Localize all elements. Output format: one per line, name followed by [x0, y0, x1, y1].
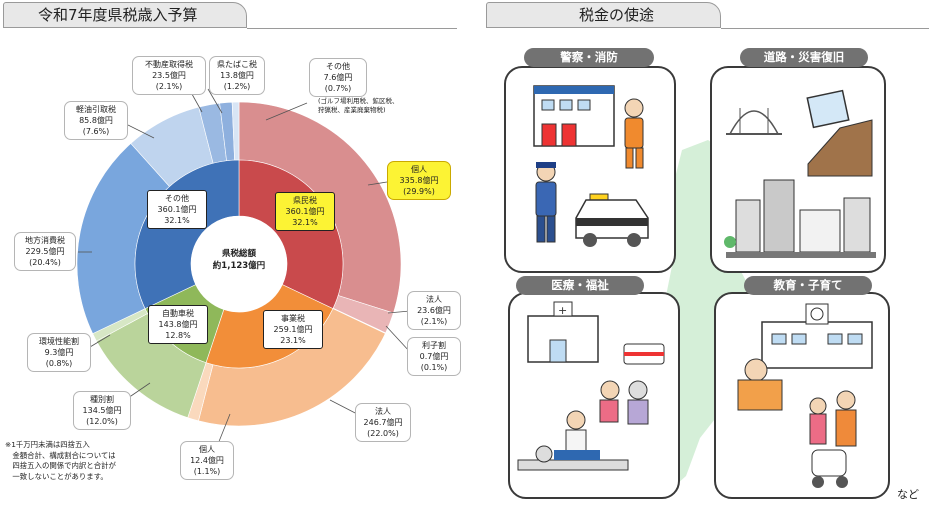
- roads-disaster-illustration: [724, 89, 876, 258]
- donut-hole: [191, 216, 287, 312]
- callout-amount: 229.5億円: [25, 247, 65, 256]
- rounding-footnote: ※1千万円未満は四捨五入 金額合計、構成割合については 四捨五入の関係で内訳と合…: [5, 440, 116, 481]
- card-police-fire: [504, 66, 676, 273]
- callout-amount: 7.6億円: [323, 73, 353, 82]
- callout-fudousan-shutokuzei: 不動産取得税 23.5億円 (2.1%): [132, 56, 206, 95]
- callout-name: 種別割: [90, 395, 114, 404]
- card-label-medical-welfare: 医療・福祉: [516, 276, 644, 295]
- callout-sonota-outer: その他 7.6億円 (0.7%): [309, 58, 367, 97]
- medical-welfare-illustration: +: [517, 301, 665, 471]
- callout-keiyu-hikitorizei: 軽油引取税 85.8億円 (7.6%): [64, 101, 128, 140]
- tax-uses-panel: 警察・消防 道路・災害復旧 +: [486, 30, 932, 510]
- inner-name: 県民税: [293, 196, 317, 205]
- callout-amount: 246.7億円: [363, 418, 403, 427]
- callout-rishiwari: 利子割 0.7億円 (0.1%): [407, 337, 461, 376]
- education-childcare-illustration: [737, 303, 873, 488]
- callout-kankyou-seinouwari: 環境性能割 9.3億円 (0.8%): [27, 333, 91, 372]
- callout-amount: 13.8億円: [220, 71, 254, 80]
- callout-amount: 85.8億円: [79, 116, 113, 125]
- callout-pct: (0.8%): [45, 359, 73, 368]
- card-medical-welfare: +: [508, 292, 680, 499]
- left-title-rule: [247, 28, 457, 29]
- inner-pct: 32.1%: [292, 218, 318, 227]
- callout-amount: 335.8億円: [399, 176, 439, 185]
- card-label-roads-disaster: 道路・災害復旧: [740, 48, 868, 67]
- inner-name: その他: [165, 194, 189, 203]
- callout-pct: (0.1%): [420, 363, 448, 372]
- callout-name: 県たばこ税: [217, 60, 257, 69]
- callout-amount: 23.6億円: [417, 306, 451, 315]
- center-total-amount: 約1,123億円: [212, 261, 266, 271]
- callout-pct: (22.0%): [367, 429, 399, 438]
- callout-name: 地方消費税: [25, 236, 65, 245]
- inner-label-jigyouzei: 事業税 259.1億円 23.1%: [263, 310, 323, 349]
- callout-amount: 23.5億円: [152, 71, 186, 80]
- right-title-rule: [721, 28, 929, 29]
- inner-pct: 12.8%: [165, 331, 191, 340]
- inner-label-jidoushazei: 自動車税 143.8億円 12.8%: [148, 305, 208, 344]
- callout-name: 個人: [199, 445, 215, 454]
- callout-chihou-shouhizei: 地方消費税 229.5億円 (20.4%): [14, 232, 76, 271]
- callout-name: 個人: [411, 165, 427, 174]
- callout-kojin-jigyou: 個人 12.4億円 (1.1%): [180, 441, 234, 480]
- uses-etc-suffix: など: [897, 488, 919, 501]
- other-taxes-note: (ゴルフ場利用税、鉱区税、 狩猟税、産業廃棄物税): [318, 97, 399, 114]
- callout-name: 法人: [426, 295, 442, 304]
- callout-pct: (7.6%): [82, 127, 110, 136]
- callout-kojin-kenmin: 個人 335.8億円 (29.9%): [387, 161, 451, 200]
- callout-houjin-jigyou: 法人 246.7億円 (22.0%): [355, 403, 411, 442]
- card-label-police-fire: 警察・消防: [524, 48, 654, 67]
- inner-label-sonota: その他 360.1億円 32.1%: [147, 190, 207, 229]
- callout-pct: (12.0%): [86, 417, 118, 426]
- callout-houjin-kenmin: 法人 23.6億円 (2.1%): [407, 291, 461, 330]
- callout-pct: (20.4%): [29, 258, 61, 267]
- callout-name: 法人: [375, 407, 391, 416]
- right-section-title: 税金の使途: [486, 2, 721, 28]
- outer-ring: [76, 101, 402, 427]
- callout-pct: (2.1%): [155, 82, 183, 91]
- callout-pct: (2.1%): [420, 317, 448, 326]
- center-total-label: 県税総額 約1,123億円: [199, 248, 279, 272]
- callout-name: その他: [326, 62, 350, 71]
- callout-amount: 0.7億円: [419, 352, 449, 361]
- callout-pct: (29.9%): [403, 187, 435, 196]
- inner-amount: 360.1億円: [157, 205, 197, 214]
- callout-name: 不動産取得税: [145, 60, 193, 69]
- callout-ken-tabakozei: 県たばこ税 13.8億円 (1.2%): [209, 56, 265, 95]
- callout-amount: 9.3億円: [44, 348, 74, 357]
- callout-name: 環境性能割: [39, 337, 79, 346]
- center-total-caption: 県税総額: [221, 249, 256, 259]
- callout-name: 軽油引取税: [76, 105, 116, 114]
- callout-amount: 134.5億円: [82, 406, 122, 415]
- police-fire-illustration: [533, 85, 649, 247]
- inner-name: 自動車税: [162, 309, 194, 318]
- callout-pct: (0.7%): [324, 84, 352, 93]
- inner-amount: 259.1億円: [273, 325, 313, 334]
- inner-label-kenminzei: 県民税 360.1億円 32.1%: [275, 192, 335, 231]
- callout-pct: (1.2%): [223, 82, 251, 91]
- card-roads-disaster: [710, 66, 886, 273]
- card-education-childcare: [714, 292, 890, 499]
- callout-shubetsuwari: 種別割 134.5億円 (12.0%): [73, 391, 131, 430]
- left-section-title: 令和7年度県税歳入予算: [3, 2, 247, 28]
- callout-pct: (1.1%): [193, 467, 221, 476]
- inner-name: 事業税: [281, 314, 305, 323]
- callout-name: 利子割: [422, 341, 446, 350]
- card-label-education-childcare: 教育・子育て: [744, 276, 872, 295]
- callout-amount: 12.4億円: [190, 456, 224, 465]
- inner-pct: 23.1%: [280, 336, 306, 345]
- inner-pct: 32.1%: [164, 216, 190, 225]
- inner-amount: 360.1億円: [285, 207, 325, 216]
- inner-amount: 143.8億円: [158, 320, 198, 329]
- svg-text:+: +: [558, 304, 567, 317]
